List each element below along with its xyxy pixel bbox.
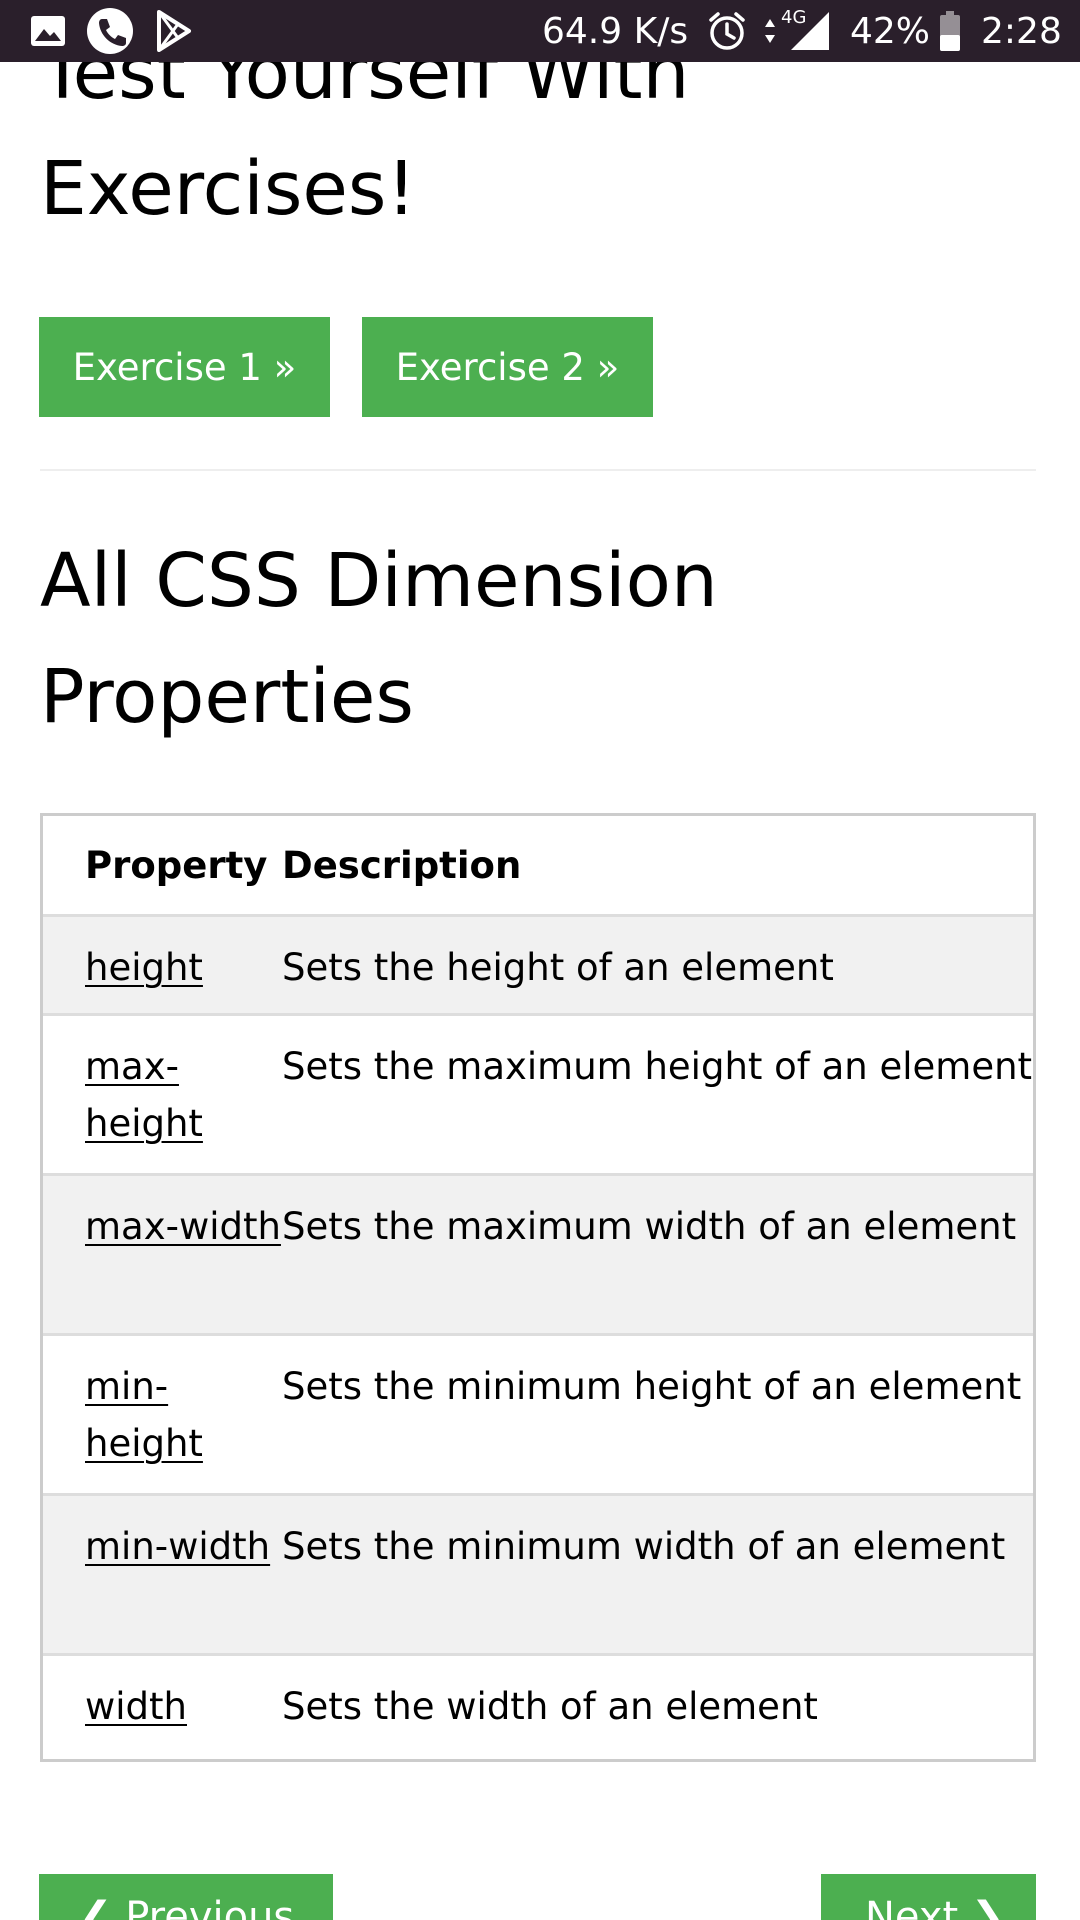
property-cell: min-width xyxy=(43,1494,282,1654)
exercise-2-button[interactable]: Exercise 2 » xyxy=(362,317,653,417)
description-cell: Sets the width of an element xyxy=(282,1684,818,1728)
property-link-max-width[interactable]: max-width xyxy=(85,1204,281,1248)
gallery-icon xyxy=(30,0,66,62)
property-cell: height xyxy=(43,915,282,1014)
property-link-min-height[interactable]: min-height xyxy=(85,1364,203,1465)
column-header-description: Description xyxy=(282,844,522,887)
property-link-height[interactable]: height xyxy=(85,945,203,989)
description-cell: Sets the maximum width of an element xyxy=(282,1204,1017,1248)
table-row: max-height Sets the maximum height of an… xyxy=(43,1014,1033,1174)
signal-icon xyxy=(790,0,830,62)
battery-icon xyxy=(939,0,961,62)
description-cell: Sets the maximum height of an element xyxy=(282,1044,1033,1088)
status-bar: 64.9 K/s 4G 42% xyxy=(0,0,1080,62)
divider xyxy=(40,469,1036,471)
table-row: min-height Sets the minimum height of an… xyxy=(43,1334,1033,1494)
table-row: max-width Sets the maximum width of an e… xyxy=(43,1174,1033,1334)
data-arrows-icon xyxy=(764,0,776,62)
play-store-icon xyxy=(156,0,192,62)
property-link-min-width[interactable]: min-width xyxy=(85,1524,271,1568)
table-row: height Sets the height of an element xyxy=(43,915,1033,1014)
battery-percent: 42% xyxy=(850,10,931,52)
property-cell: width xyxy=(43,1654,282,1753)
phone-icon xyxy=(86,0,134,62)
description-cell: Sets the minimum width of an element xyxy=(282,1524,1006,1568)
table-row: min-width Sets the minimum width of an e… xyxy=(43,1494,1033,1654)
description-cell: Sets the minimum height of an element xyxy=(282,1364,1022,1408)
property-cell: max-height xyxy=(43,1014,282,1174)
dimension-properties-heading: All CSS Dimension Properties xyxy=(40,538,718,740)
property-link-max-height[interactable]: max-height xyxy=(85,1044,203,1145)
network-speed: 64.9 K/s xyxy=(542,10,689,52)
description-cell: Sets the height of an element xyxy=(282,945,834,989)
network-type: 4G xyxy=(781,6,807,28)
previous-button[interactable]: ❮ Previous xyxy=(39,1874,333,1920)
property-cell: min-height xyxy=(43,1334,282,1494)
column-header-property: Property xyxy=(85,844,268,887)
exercise-1-button[interactable]: Exercise 1 » xyxy=(39,317,330,417)
next-button[interactable]: Next ❯ xyxy=(821,1874,1036,1920)
table-header-row: Property Description xyxy=(43,816,1033,915)
clock: 2:28 xyxy=(981,10,1062,52)
property-cell: max-width xyxy=(43,1174,282,1334)
properties-table: Property Description height Sets the hei… xyxy=(40,813,1036,1762)
table-row: width Sets the width of an element xyxy=(43,1654,1033,1753)
property-link-width[interactable]: width xyxy=(85,1684,187,1728)
alarm-icon xyxy=(707,0,747,62)
